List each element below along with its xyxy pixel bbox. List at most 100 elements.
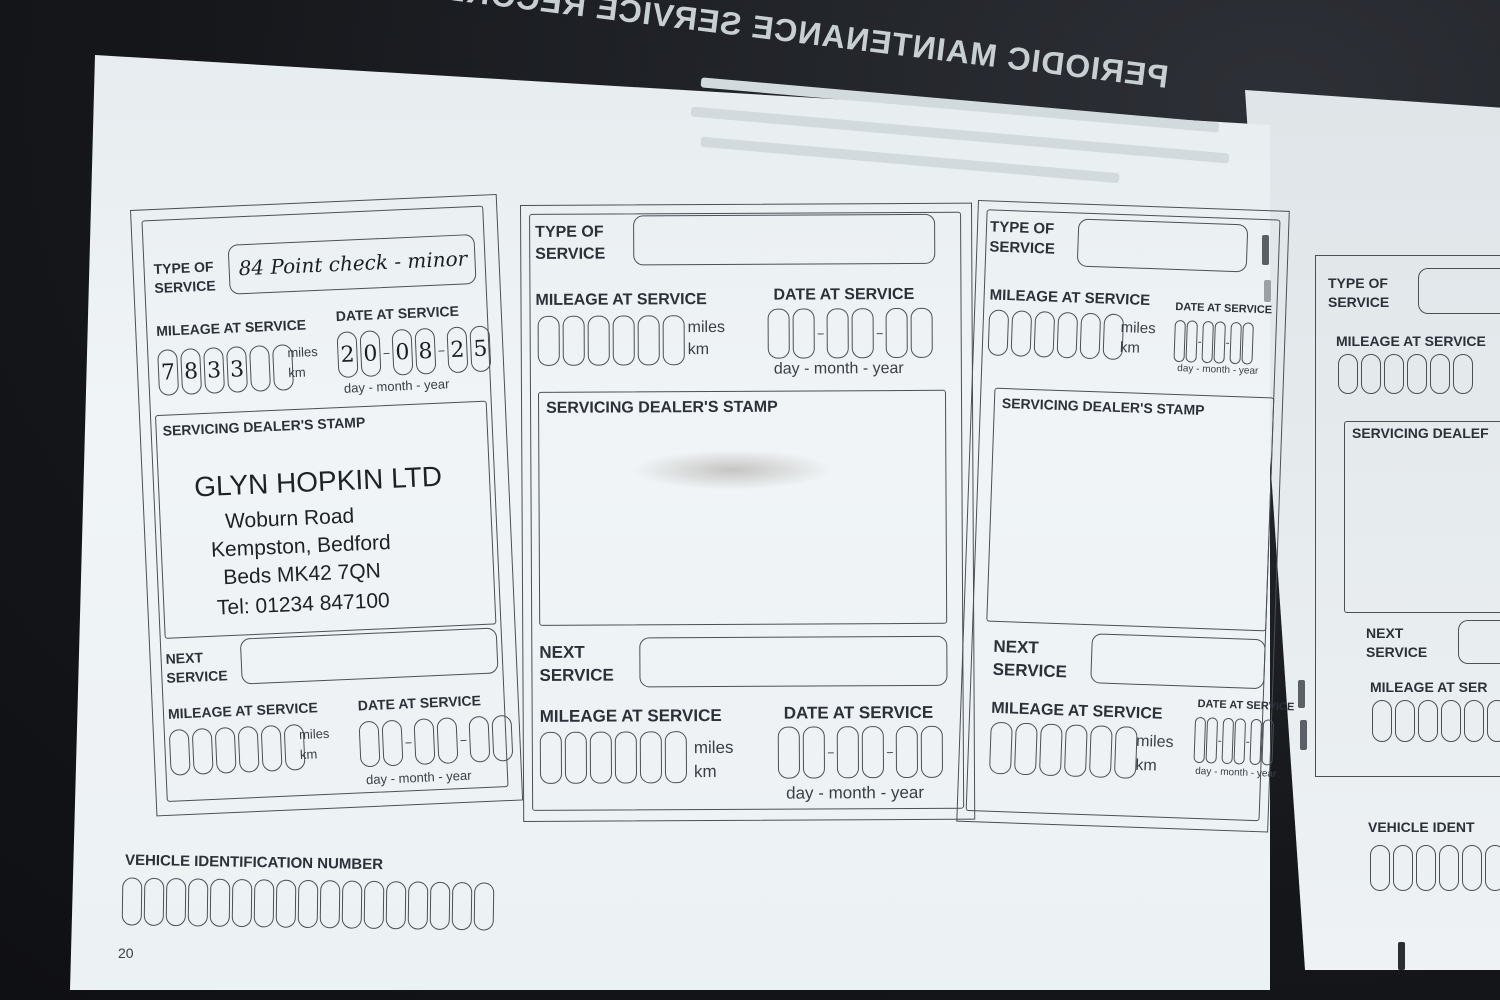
mileage-digit[interactable] [168, 728, 191, 776]
vin-digit[interactable] [451, 882, 473, 931]
vin-digit[interactable] [1370, 845, 1390, 891]
next-mileage-digits[interactable] [1372, 700, 1500, 742]
date-digit[interactable] [910, 307, 933, 358]
date-digit[interactable] [895, 725, 919, 779]
mileage-digit[interactable] [1033, 311, 1056, 358]
vin-digit[interactable] [253, 879, 275, 928]
next-mileage-digits[interactable] [539, 731, 688, 784]
next-service-field[interactable] [1458, 620, 1500, 664]
mileage-digit[interactable] [1063, 724, 1088, 778]
dealer-stamp-box[interactable] [537, 389, 948, 626]
next-mileage-digits[interactable] [168, 723, 306, 776]
date-digit[interactable] [358, 720, 381, 768]
type-of-service-field[interactable] [633, 213, 936, 266]
vin-digit[interactable] [209, 878, 231, 927]
date-digit[interactable] [1205, 717, 1219, 764]
next-date-digits[interactable] [358, 714, 514, 768]
mileage-digit[interactable] [587, 315, 610, 366]
date-digits[interactable] [1173, 319, 1254, 365]
vin-digit[interactable] [143, 877, 165, 926]
mileage-digit[interactable] [1338, 354, 1358, 394]
mileage-digit[interactable] [988, 721, 1013, 775]
date-digit[interactable] [777, 726, 801, 779]
vin-digit[interactable] [429, 881, 451, 930]
mileage-digit[interactable] [1407, 354, 1427, 394]
date-digit[interactable] [767, 308, 790, 359]
mileage-digit[interactable] [1372, 700, 1392, 742]
mileage-digit[interactable] [662, 315, 685, 366]
date-digit[interactable] [920, 725, 944, 778]
mileage-digit[interactable] [1487, 700, 1500, 742]
mileage-digit[interactable]: 8 [180, 348, 203, 395]
date-digit[interactable] [802, 726, 826, 779]
mileage-digit[interactable] [987, 309, 1010, 357]
mileage-digits[interactable] [537, 315, 685, 366]
vin-digit[interactable] [407, 881, 429, 930]
date-digit[interactable] [468, 715, 491, 763]
mileage-digit[interactable]: 3 [226, 346, 249, 393]
date-digit[interactable]: 0 [391, 328, 414, 376]
date-digit[interactable] [381, 719, 404, 767]
date-digit[interactable] [851, 308, 874, 359]
date-digit[interactable] [1185, 320, 1198, 363]
date-digit[interactable]: 0 [359, 330, 382, 378]
vin-digits[interactable] [121, 877, 495, 931]
mileage-digit[interactable] [589, 731, 613, 784]
vin-digit[interactable] [1462, 845, 1482, 891]
vin-digit[interactable] [1393, 845, 1413, 891]
date-digit[interactable]: 8 [414, 327, 437, 375]
vin-digit[interactable] [363, 880, 385, 930]
mileage-digit[interactable] [249, 345, 272, 392]
vin-digit[interactable] [275, 879, 297, 928]
date-digits[interactable]: 2 0 0 8 2 5 [336, 325, 492, 379]
mileage-digit[interactable] [537, 315, 560, 366]
date-digit[interactable] [1261, 719, 1275, 766]
mileage-digit[interactable] [637, 315, 660, 366]
mileage-digit[interactable] [1010, 310, 1033, 357]
mileage-digit[interactable] [1384, 354, 1404, 394]
date-digit[interactable] [1213, 321, 1226, 364]
date-digit[interactable] [826, 308, 849, 359]
dealer-stamp-box[interactable] [1344, 421, 1500, 613]
vin-digit[interactable] [473, 882, 495, 931]
mileage-digit[interactable] [260, 724, 283, 772]
mileage-digit[interactable] [1056, 311, 1079, 359]
mileage-digit[interactable] [1088, 725, 1113, 778]
date-digit[interactable]: 2 [446, 326, 469, 374]
mileage-digit[interactable]: 3 [203, 347, 226, 394]
vin-digit[interactable] [1416, 845, 1436, 891]
mileage-digit[interactable] [214, 726, 237, 774]
mileage-digits[interactable]: 7 8 3 3 [157, 344, 295, 396]
mileage-digit[interactable] [564, 731, 588, 784]
date-digit[interactable] [861, 726, 885, 779]
date-digit[interactable] [413, 718, 436, 766]
type-of-service-field[interactable] [1076, 218, 1249, 273]
date-digit[interactable] [1173, 319, 1186, 363]
mileage-digit[interactable] [237, 725, 260, 773]
date-digit[interactable] [436, 717, 459, 765]
mileage-digits[interactable] [1338, 354, 1473, 394]
mileage-digit[interactable] [1418, 700, 1438, 742]
date-digit[interactable]: 2 [336, 331, 359, 379]
mileage-digit[interactable] [1113, 726, 1138, 779]
date-digit[interactable] [1221, 717, 1235, 765]
mileage-digit[interactable] [1441, 700, 1461, 742]
mileage-digit[interactable] [614, 731, 638, 784]
vin-digit[interactable] [231, 878, 253, 928]
vin-digit[interactable] [297, 879, 319, 929]
mileage-digit[interactable] [1395, 700, 1415, 742]
mileage-digit[interactable] [562, 315, 585, 366]
mileage-digit[interactable] [539, 731, 563, 784]
mileage-digit[interactable] [191, 727, 214, 775]
next-date-digits[interactable] [777, 725, 944, 779]
vin-digit[interactable] [1485, 845, 1500, 891]
date-digit[interactable] [1229, 321, 1242, 365]
mileage-digit[interactable] [1038, 723, 1063, 777]
mileage-digit[interactable] [664, 731, 688, 784]
date-digit[interactable] [1233, 718, 1247, 765]
date-digit[interactable]: 5 [469, 325, 492, 373]
mileage-digit[interactable] [1361, 354, 1381, 394]
mileage-digit[interactable] [1453, 354, 1473, 394]
date-digit[interactable] [1241, 322, 1254, 365]
date-digits[interactable] [767, 307, 933, 359]
